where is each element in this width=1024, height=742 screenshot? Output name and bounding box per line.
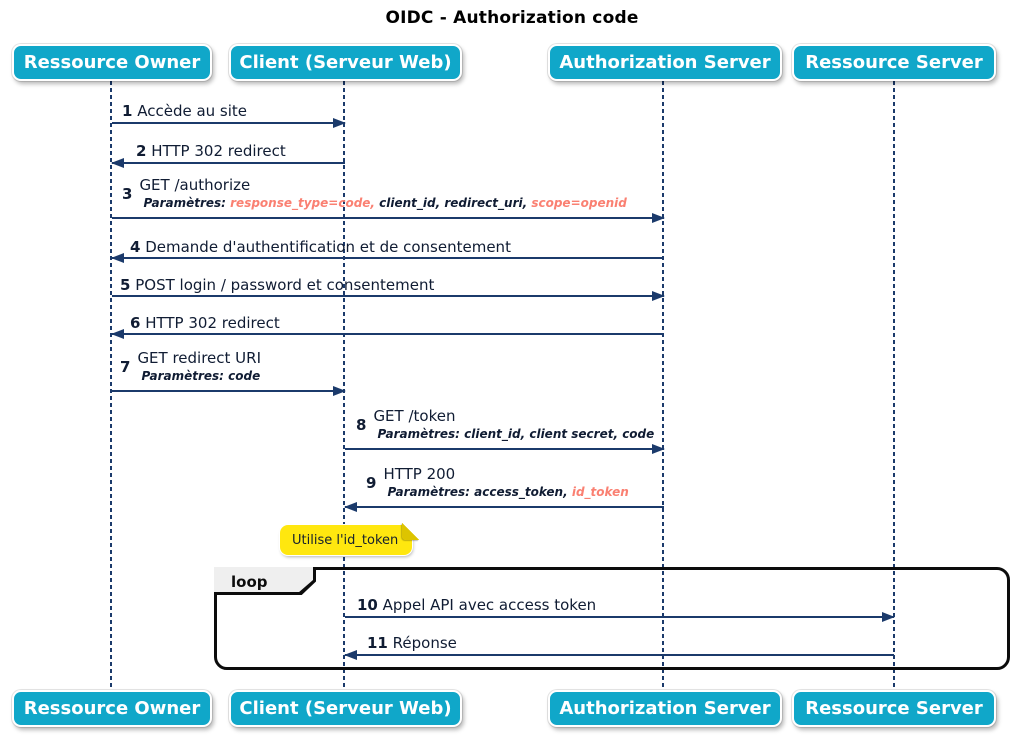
message-11-label: 11 Réponse xyxy=(367,634,457,652)
message-1-label: 1 Accède au site xyxy=(122,102,248,120)
message-7-arrow xyxy=(112,386,346,396)
message-3-params: Paramètres: response_type=code, client_i… xyxy=(143,196,627,210)
arrowhead-left-icon xyxy=(111,329,124,339)
arrowhead-right-icon xyxy=(652,291,665,301)
arrowhead-right-icon xyxy=(333,386,346,396)
message-6-label: 6 HTTP 302 redirect xyxy=(130,314,280,332)
message-11-arrow xyxy=(344,650,894,660)
message-5-number: 5 xyxy=(120,276,131,294)
message-11-number: 11 xyxy=(367,634,388,652)
participant-bottom-ressource-server: Ressource Server xyxy=(792,690,996,727)
participant-bottom-ressource-owner: Ressource Owner xyxy=(12,690,212,727)
message-7-number: 7 xyxy=(120,357,131,376)
arrowhead-right-icon xyxy=(652,444,665,454)
message-9-text: HTTP 200 xyxy=(383,465,456,483)
message-10-arrow xyxy=(345,612,895,622)
message-3-label: 3 GET /authorize Paramètres: response_ty… xyxy=(122,176,627,211)
arrowhead-left-icon xyxy=(111,158,124,168)
message-9-label: 9 HTTP 200 Paramètres: access_token, id_… xyxy=(366,465,629,500)
arrowhead-left-icon xyxy=(344,502,357,512)
message-3-text: GET /authorize xyxy=(139,176,251,194)
loop-label: loop xyxy=(231,573,268,591)
message-8-label: 8 GET /token Paramètres: client_id, clie… xyxy=(356,407,654,442)
message-8-number: 8 xyxy=(356,415,367,434)
arrowhead-left-icon xyxy=(111,253,124,263)
note-fold-icon xyxy=(402,523,419,540)
message-1-number: 1 xyxy=(122,102,133,120)
message-2-arrow xyxy=(111,158,345,168)
loop-tab xyxy=(214,567,316,595)
message-6-number: 6 xyxy=(130,314,141,332)
loop-fragment: loop xyxy=(214,567,1010,670)
message-2-number: 2 xyxy=(136,142,147,160)
participant-bottom-client: Client (Serveur Web) xyxy=(229,690,462,727)
participant-top-client: Client (Serveur Web) xyxy=(229,44,462,81)
message-3-number: 3 xyxy=(122,184,133,203)
message-7-text: GET redirect URI xyxy=(137,349,262,367)
message-9-arrow xyxy=(344,502,664,512)
note-utilise-id-token: Utilise l'id_token xyxy=(280,523,419,555)
message-1-arrow xyxy=(112,118,346,128)
participant-top-authorization-server: Authorization Server xyxy=(548,44,782,81)
lifeline-ressource-owner xyxy=(110,81,112,690)
message-5-arrow xyxy=(112,291,665,301)
participant-bottom-authorization-server: Authorization Server xyxy=(548,690,782,727)
lifeline-client xyxy=(343,81,345,690)
lifeline-ressource-server xyxy=(893,81,895,690)
note-text: Utilise l'id_token xyxy=(292,532,399,548)
message-8-text: GET /token xyxy=(373,407,456,425)
message-9-params: Paramètres: access_token, id_token xyxy=(387,485,629,499)
message-3-arrow xyxy=(112,213,665,223)
message-10-number: 10 xyxy=(357,596,378,614)
arrowhead-right-icon xyxy=(882,612,895,622)
message-7-label: 7 GET redirect URI Paramètres: code xyxy=(120,349,261,384)
message-4-arrow xyxy=(111,253,664,263)
message-9-number: 9 xyxy=(366,473,377,492)
message-7-params: Paramètres: code xyxy=(141,369,261,383)
message-2-label: 2 HTTP 302 redirect xyxy=(136,142,286,160)
participant-top-ressource-server: Ressource Server xyxy=(792,44,996,81)
arrowhead-left-icon xyxy=(344,650,357,660)
lifeline-authorization-server xyxy=(662,81,664,690)
arrowhead-right-icon xyxy=(333,118,346,128)
message-8-arrow xyxy=(345,444,665,454)
participant-top-ressource-owner: Ressource Owner xyxy=(12,44,212,81)
message-5-label: 5 POST login / password et consentement xyxy=(120,276,435,294)
message-6-arrow xyxy=(111,329,664,339)
message-4-label: 4 Demande d'authentification et de conse… xyxy=(130,238,511,256)
message-4-number: 4 xyxy=(130,238,141,256)
message-8-params: Paramètres: client_id, client secret, co… xyxy=(377,427,655,441)
message-10-label: 10 Appel API avec access token xyxy=(357,596,597,614)
diagram-title: OIDC - Authorization code xyxy=(385,8,639,28)
arrowhead-right-icon xyxy=(652,213,665,223)
